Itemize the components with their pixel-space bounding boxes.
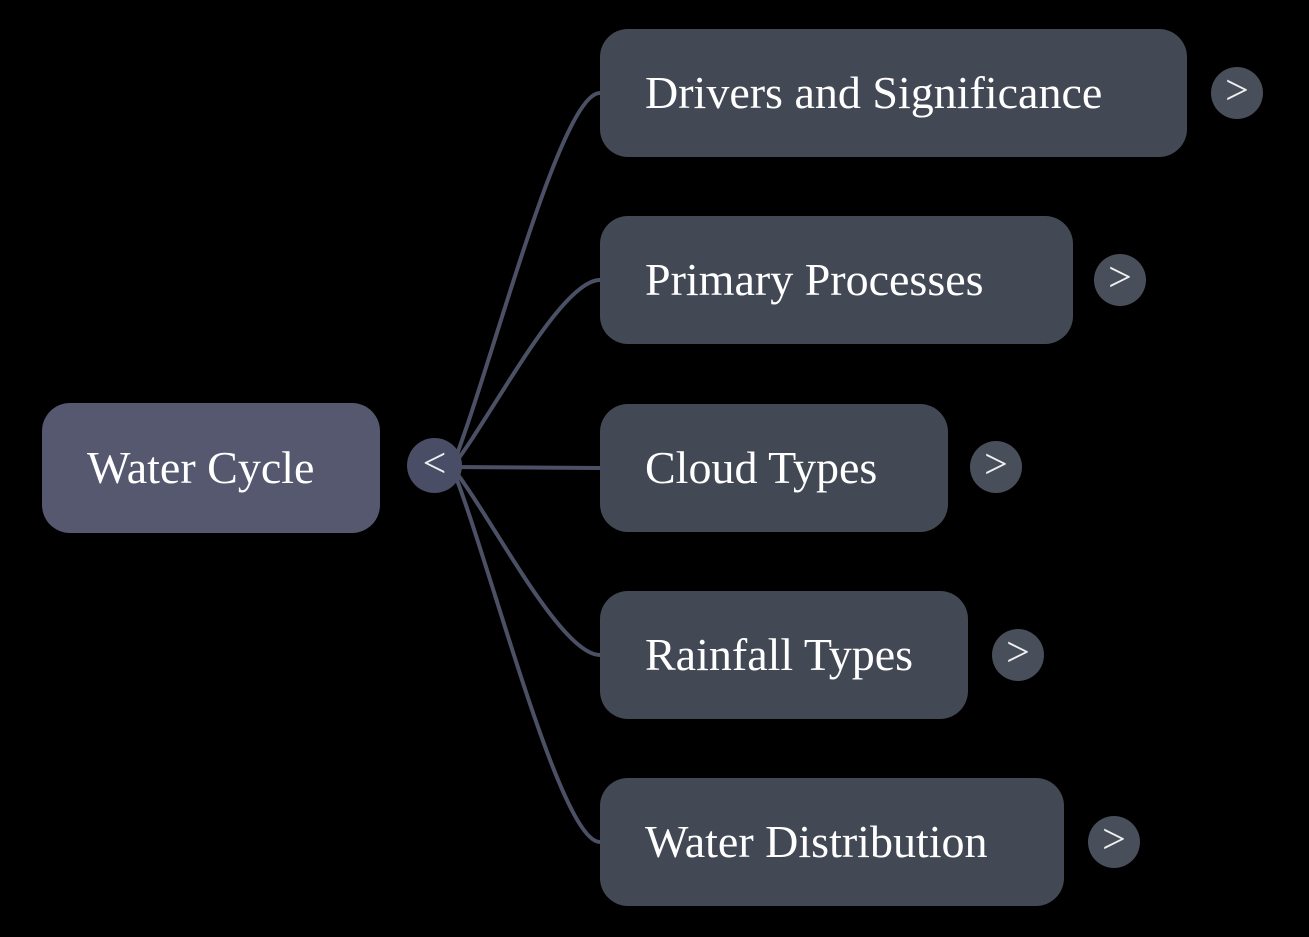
expand-toggle-drivers-and-significance[interactable]: > (1211, 67, 1263, 119)
node-water-cycle[interactable]: Water Cycle (42, 403, 380, 533)
link-curve-drivers-and-significance (450, 91, 602, 469)
expand-toggle-cloud-types[interactable]: > (970, 441, 1022, 493)
collapse-toggle-water-cycle[interactable]: < (407, 438, 462, 493)
expand-toggle-water-distribution[interactable]: > (1088, 816, 1140, 868)
expand-toggle-rainfall-types[interactable]: > (992, 629, 1044, 681)
node-cloud-types[interactable]: Cloud Types (600, 404, 948, 532)
link-curve-cloud-types (450, 465, 602, 470)
chevron-right-icon: > (1006, 630, 1030, 676)
chevron-right-icon: > (1225, 68, 1249, 114)
node-label: Cloud Types (645, 442, 878, 493)
link-curve-primary-processes (450, 278, 602, 469)
expand-toggle-primary-processes[interactable]: > (1094, 254, 1146, 306)
chevron-left-icon: < (422, 440, 447, 487)
chevron-right-icon: > (1108, 255, 1132, 301)
link-curve-rainfall-types (450, 465, 602, 657)
chevron-right-icon: > (984, 442, 1008, 488)
node-label: Rainfall Types (645, 629, 914, 680)
node-primary-processes[interactable]: Primary Processes (600, 216, 1073, 344)
link-curve-water-distribution (450, 465, 602, 844)
chevron-right-icon: > (1102, 817, 1126, 863)
node-label: Drivers and Significance (645, 67, 1103, 118)
node-water-distribution[interactable]: Water Distribution (600, 778, 1064, 906)
node-label: Water Cycle (87, 442, 315, 493)
node-drivers-and-significance[interactable]: Drivers and Significance (600, 29, 1187, 157)
node-label: Primary Processes (645, 254, 984, 305)
node-rainfall-types[interactable]: Rainfall Types (600, 591, 968, 719)
node-label: Water Distribution (645, 816, 988, 867)
